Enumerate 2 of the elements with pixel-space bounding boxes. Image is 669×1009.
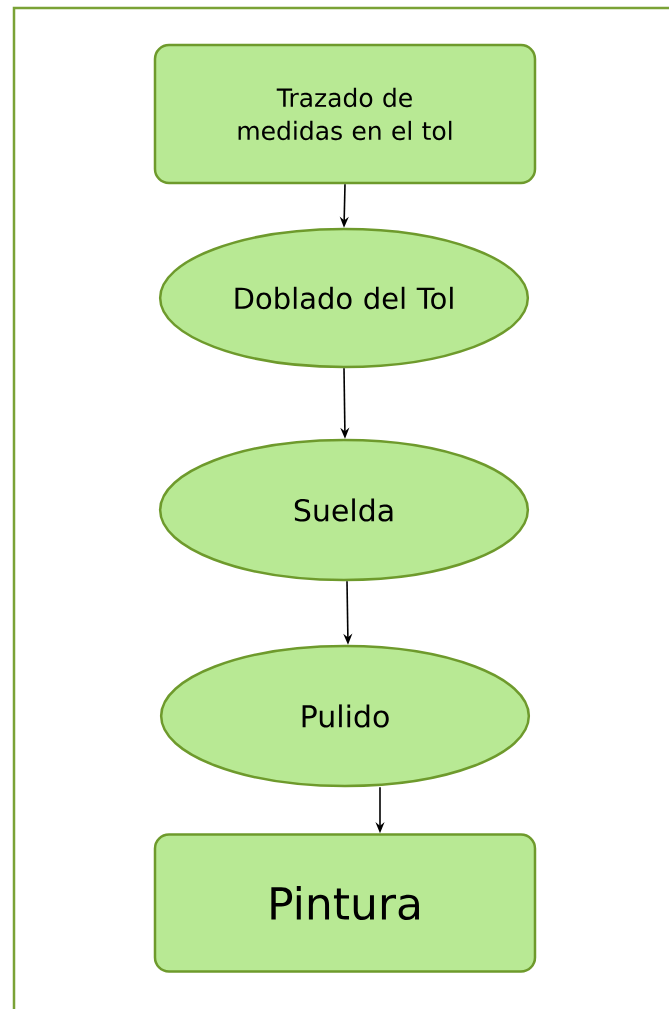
process-box: Trazado de medidas en el tol: [153, 43, 537, 185]
process-box: Pintura: [153, 833, 537, 973]
